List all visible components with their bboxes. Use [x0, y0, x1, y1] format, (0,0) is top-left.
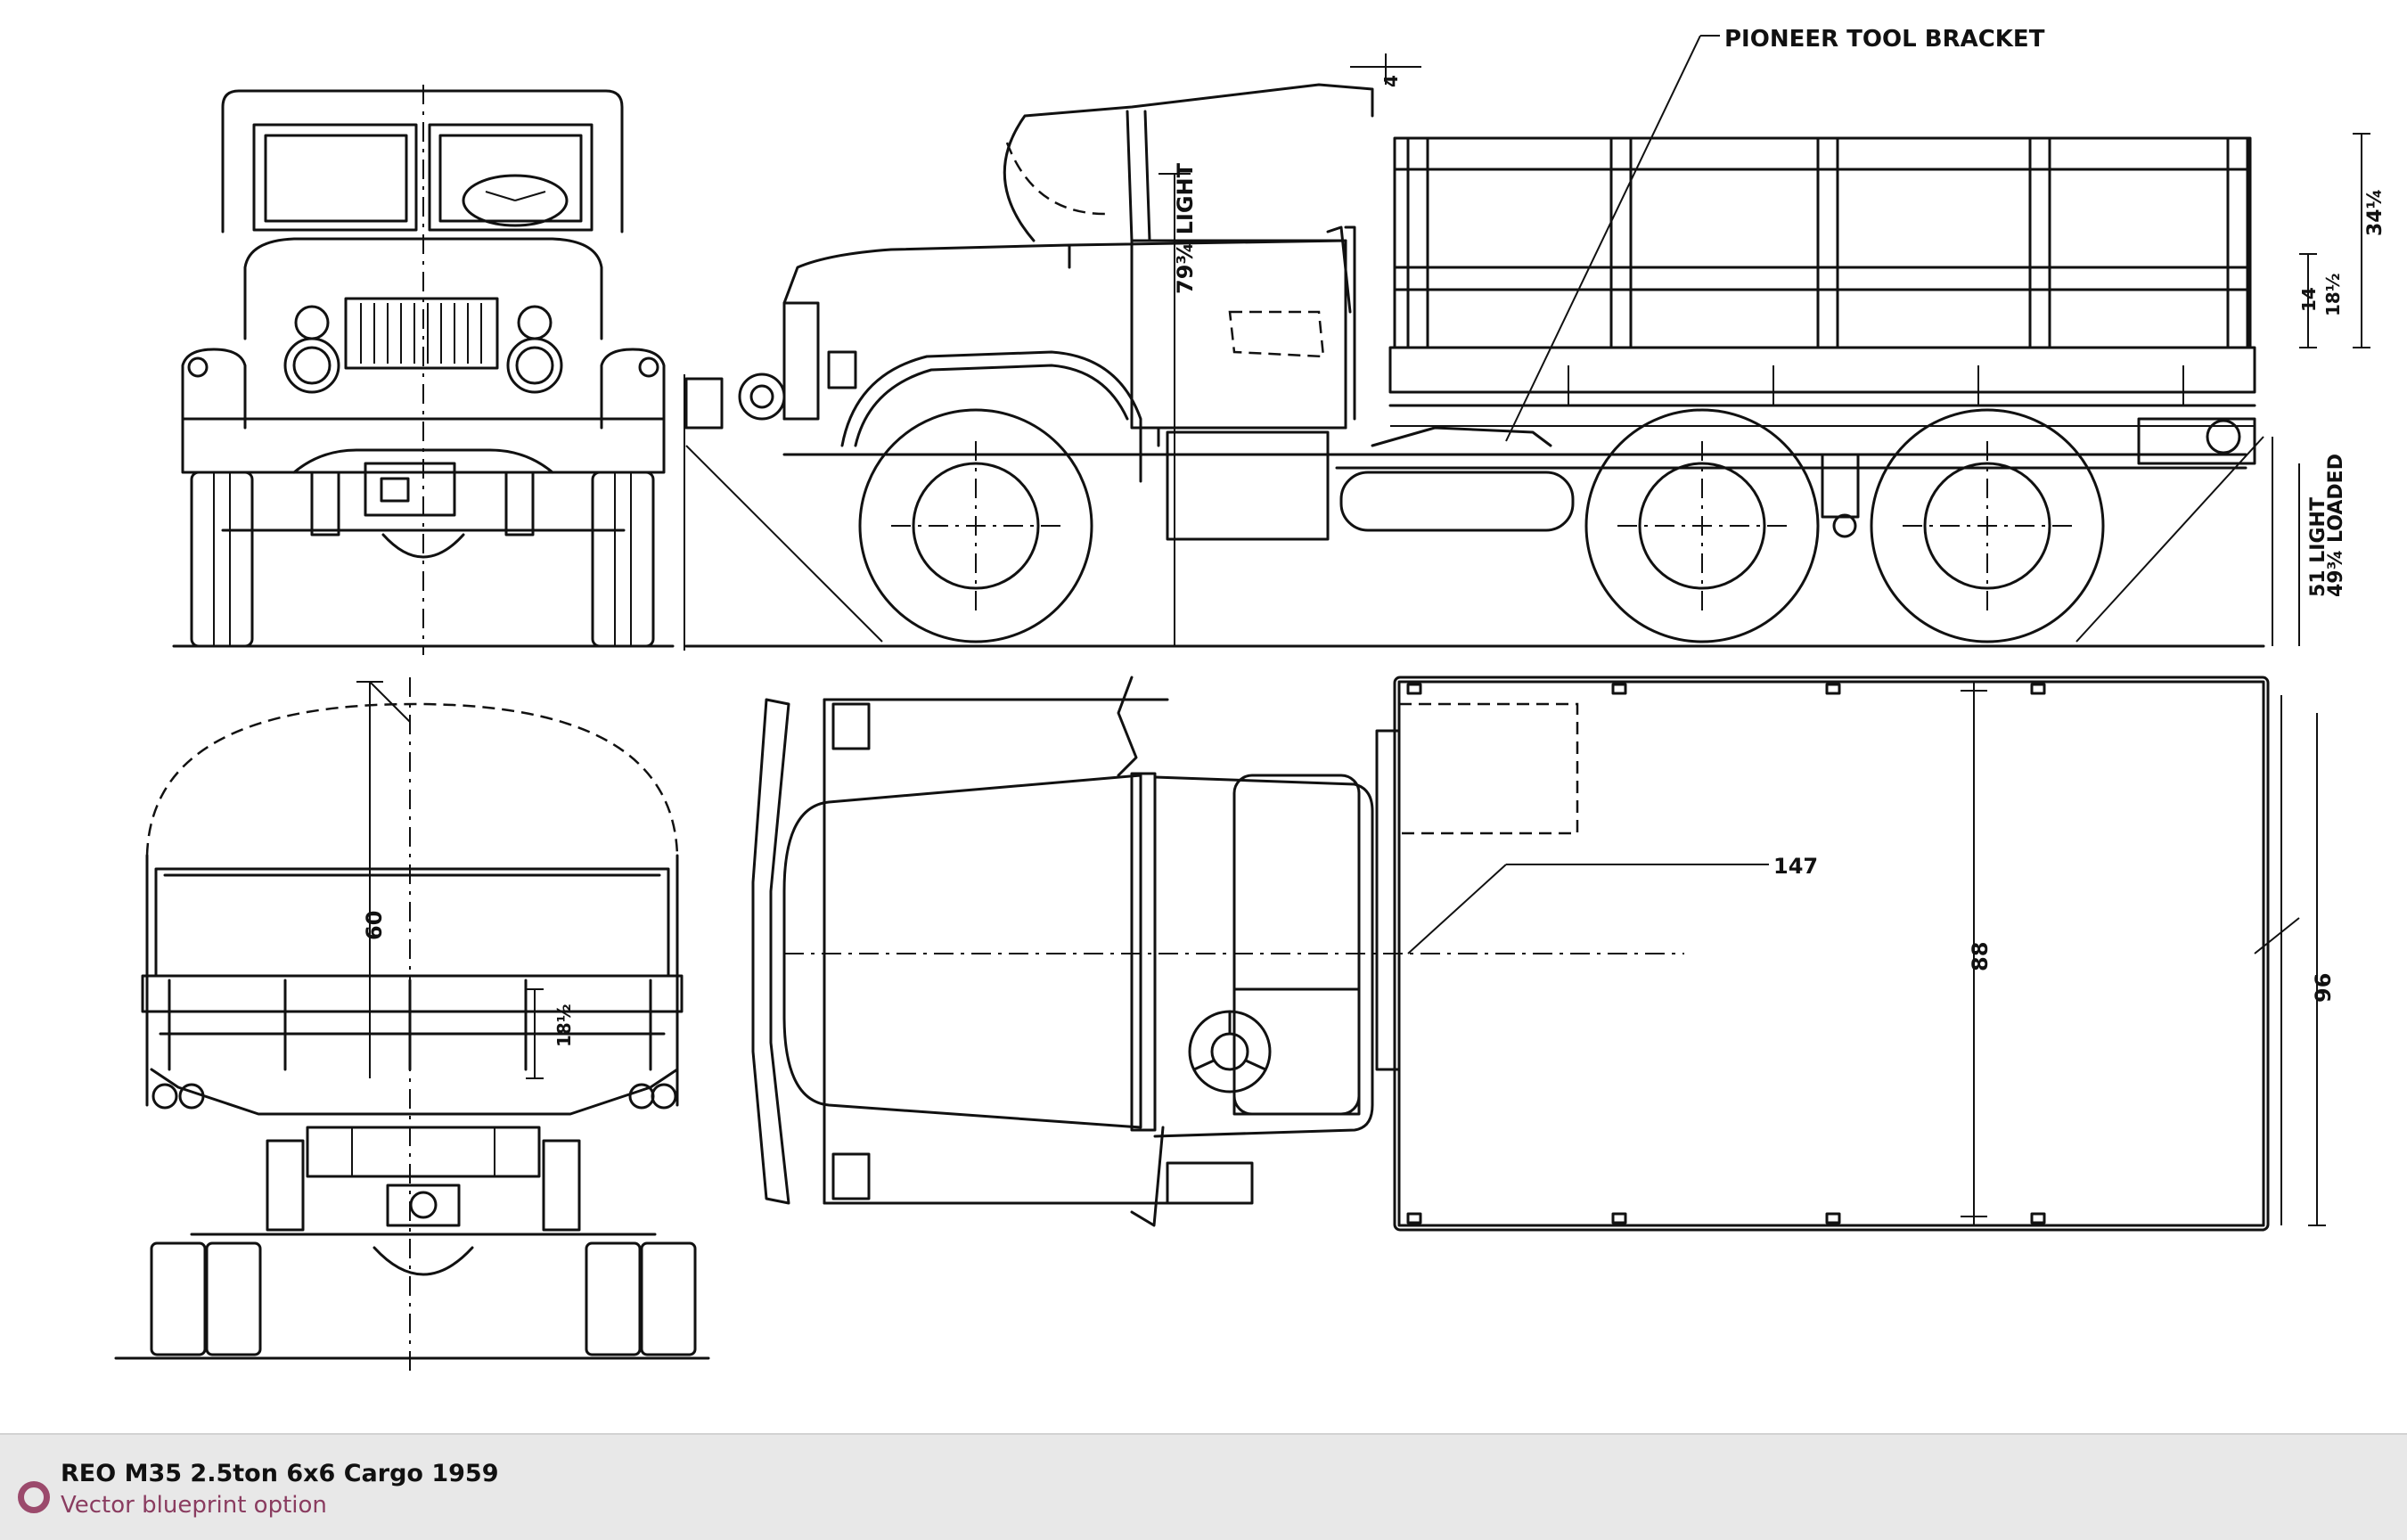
circle-icon	[18, 1481, 50, 1513]
rail-14-label: 14	[2298, 287, 2320, 312]
rear-height-label: 60	[362, 911, 387, 940]
height-light-rear-label: 51 LIGHT	[2307, 497, 2329, 597]
bed-length-label: 147	[1773, 854, 1818, 879]
height-light-label: 79¾ LIGHT	[1173, 162, 1198, 294]
pioneer-tool-bracket-label: PIONEER TOOL BRACKET	[1724, 26, 2045, 53]
bed-height-label: 34¼	[2364, 189, 2387, 236]
rail-18-label: 18½	[2322, 273, 2344, 316]
top-view	[751, 676, 2326, 1232]
front-view	[172, 85, 675, 655]
rear-rail-label: 18½	[553, 1003, 575, 1047]
rear-view	[114, 677, 710, 1372]
side-view	[684, 35, 2370, 651]
top-offset-label: 4	[1380, 75, 1402, 87]
overall-width-label: 96	[2311, 973, 2336, 1003]
caption-bar: REO M35 2.5ton 6x6 Cargo 1959 Vector blu…	[0, 1433, 2407, 1540]
caption-title: REO M35 2.5ton 6x6 Cargo 1959	[61, 1460, 499, 1487]
bed-width-inside-label: 88	[1968, 942, 1993, 971]
height-loaded-label: 49¾ LOADED	[2325, 454, 2347, 597]
blueprint-drawing: PIONEER TOOL BRACKET 79¾ LIGHT 49¾ LOADE…	[114, 26, 2387, 1372]
caption-subtitle[interactable]: Vector blueprint option	[61, 1492, 327, 1519]
